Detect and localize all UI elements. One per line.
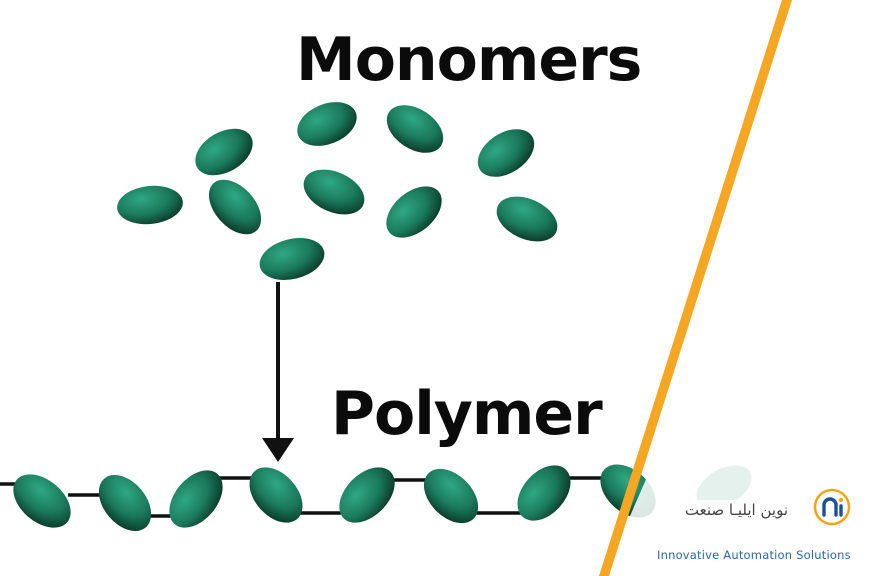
- chain-monomer: [423, 468, 479, 524]
- monomer: [259, 238, 325, 280]
- monomer: [297, 102, 357, 146]
- free-monomers: [117, 102, 558, 280]
- monomer: [195, 128, 253, 176]
- accent-stripe: [599, 0, 792, 576]
- monomer: [117, 185, 183, 225]
- monomers-label: Monomers: [296, 25, 642, 95]
- brand-name: نوین ایلیـا صنعت: [680, 500, 792, 520]
- chain-monomer: [517, 465, 571, 521]
- polymer-bonds: [0, 476, 608, 518]
- ni-logo-icon: [813, 488, 851, 526]
- chain-monomer: [249, 467, 303, 523]
- monomer: [496, 196, 558, 242]
- monomer: [208, 179, 262, 235]
- polymer-chain: [13, 464, 656, 531]
- brand-logo: نوین ایلیـا صنعت Innovative Automation S…: [645, 470, 870, 576]
- chain-monomer: [98, 475, 152, 531]
- monomer: [477, 129, 535, 177]
- chain-monomer: [13, 474, 71, 528]
- logo-panel: [604, 470, 870, 576]
- brand-tagline: Innovative Automation Solutions: [657, 548, 851, 562]
- down-arrow: [262, 282, 294, 462]
- monomer: [386, 105, 444, 153]
- chain-monomer: [169, 470, 223, 528]
- monomer: [386, 186, 442, 238]
- monomer: [303, 169, 365, 215]
- polymer-label: Polymer: [331, 379, 603, 449]
- faded-monomer: [696, 465, 752, 509]
- chain-monomer: [339, 467, 395, 523]
